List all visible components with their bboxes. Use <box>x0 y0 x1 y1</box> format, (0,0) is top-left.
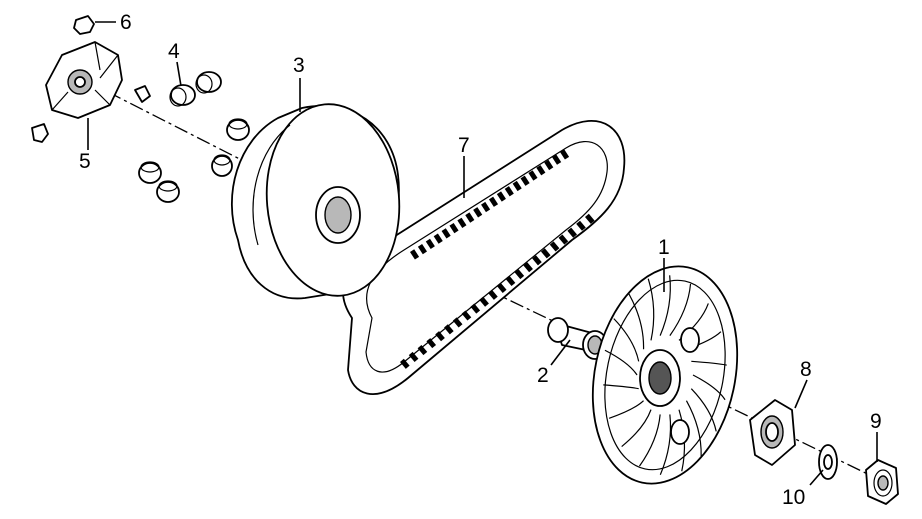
belt-tooth <box>399 358 410 369</box>
belt-tooth <box>449 222 459 234</box>
belt-tooth <box>559 149 570 160</box>
fan-blade <box>692 374 726 401</box>
belt-teeth-lower <box>399 213 595 369</box>
fan-blade <box>603 384 639 390</box>
belt-tooth <box>544 159 554 171</box>
belt-tooth <box>536 165 546 176</box>
fan-blade <box>604 349 638 376</box>
belt-tooth <box>496 282 507 293</box>
callout-5: 5 <box>79 150 91 173</box>
slide-piece-upper <box>73 15 95 35</box>
belt-tooth <box>512 180 522 192</box>
belt-tooth <box>408 351 419 362</box>
belt-teeth-upper <box>410 149 570 260</box>
belt-tooth <box>465 212 475 223</box>
belt-tooth <box>444 324 454 335</box>
roller <box>169 84 196 107</box>
belt-tooth <box>461 310 472 321</box>
movable-drive-face <box>231 103 401 300</box>
belt-tooth <box>540 248 551 259</box>
belt-tooth <box>435 331 445 342</box>
one-way-clutch <box>749 399 796 466</box>
belt-tooth <box>470 303 481 314</box>
callout-10: 10 <box>782 486 805 509</box>
fan-blade <box>621 409 652 448</box>
leader-line-2 <box>550 339 571 366</box>
belt-tooth <box>505 275 516 287</box>
callout-1: 1 <box>658 236 670 259</box>
belt-tooth <box>441 228 451 239</box>
belt-tooth <box>417 244 427 255</box>
fan-blade <box>659 275 671 336</box>
belt-tooth <box>488 196 499 207</box>
belt-tooth <box>425 238 435 250</box>
roller <box>211 154 233 177</box>
belt-tooth <box>514 269 525 280</box>
belt-tooth <box>473 207 483 218</box>
belt-tooth <box>426 338 437 349</box>
callout-2: 2 <box>537 364 549 387</box>
fan-blade <box>659 414 672 475</box>
callout-7: 7 <box>458 134 470 157</box>
callout-6: 6 <box>120 11 132 34</box>
belt-tooth <box>481 201 491 213</box>
fan-blade <box>638 414 661 467</box>
ramp-plate <box>45 41 151 119</box>
drive-belt <box>342 120 626 395</box>
callout-4: 4 <box>168 40 180 63</box>
belt-tooth <box>558 234 569 245</box>
belt-tooth <box>576 220 586 231</box>
belt-tooth <box>496 191 506 202</box>
belt-tooth <box>457 217 467 228</box>
callout-9: 9 <box>870 410 882 433</box>
fan-blade <box>608 400 644 419</box>
fan-blade <box>691 360 727 366</box>
belt-tooth <box>585 213 595 224</box>
belt-tooth <box>504 186 514 197</box>
belt-tooth <box>479 296 489 307</box>
callout-3: 3 <box>293 54 305 77</box>
slide-piece-lower <box>31 123 49 143</box>
belt-tooth <box>488 289 498 300</box>
callout-8: 8 <box>800 358 812 381</box>
roller <box>138 161 162 184</box>
fan-blade <box>628 293 645 350</box>
roller <box>226 118 250 141</box>
belt-tooth <box>532 255 542 266</box>
washer <box>818 444 838 480</box>
belt-tooth <box>452 317 463 328</box>
fan-blade <box>647 278 655 341</box>
roller-group <box>138 71 250 203</box>
belt-tooth <box>552 154 562 165</box>
flange-nut <box>865 459 899 505</box>
leader-line-4 <box>176 61 182 87</box>
fan-blade <box>669 283 692 336</box>
roller <box>195 71 222 94</box>
belt-tooth <box>549 241 560 252</box>
belt-tooth <box>528 170 538 181</box>
belt-tooth <box>523 262 533 273</box>
belt-tooth <box>433 233 443 244</box>
fixed-drive-face <box>591 265 739 485</box>
fan-blade <box>613 318 640 362</box>
belt-tooth <box>417 344 428 356</box>
leader-line-8 <box>794 379 808 409</box>
belt-tooth <box>410 249 420 260</box>
fan-blade <box>690 388 717 432</box>
belt-tooth <box>520 175 530 186</box>
fan-blade <box>685 400 702 457</box>
roller <box>156 180 180 203</box>
belt-tooth <box>567 227 577 238</box>
ramp-slider <box>134 85 151 103</box>
leader-line-10 <box>809 469 824 486</box>
